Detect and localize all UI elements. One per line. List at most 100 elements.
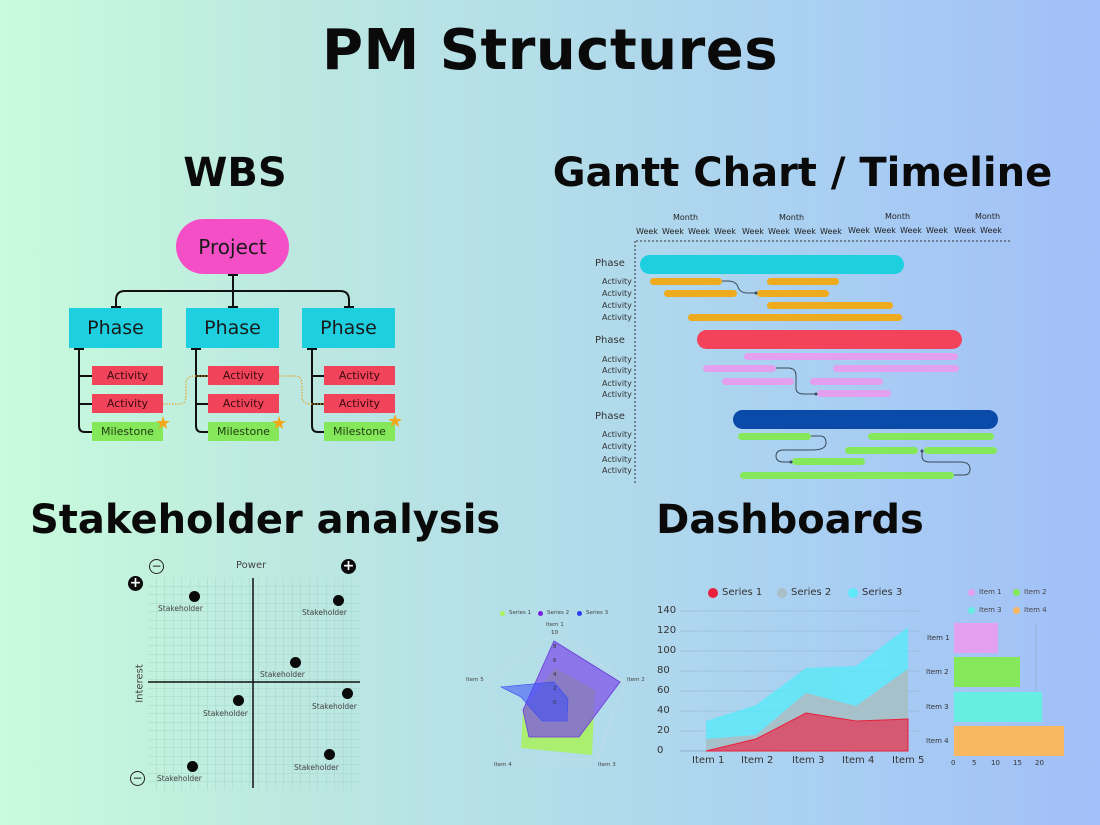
gantt-week-header: Week xyxy=(714,227,736,236)
stakeholder-point-label: Stakeholder xyxy=(302,608,347,617)
gantt-activity-label: Activity xyxy=(602,466,632,475)
area-legend-item: Series 1 xyxy=(708,587,762,598)
legend-label: Series 1 xyxy=(509,610,532,616)
bar-legend-item: Item 1 xyxy=(968,588,1002,596)
gantt-activity-label: Activity xyxy=(602,455,632,464)
stakeholder-title: Stakeholder analysis xyxy=(30,497,501,543)
wbs-milestone-node: Milestone xyxy=(208,422,279,441)
gantt-phase-bar xyxy=(697,330,962,349)
y-tick-label: 20 xyxy=(657,725,670,736)
gantt-week-header: Week xyxy=(768,227,790,236)
legend-label: Series 1 xyxy=(722,587,763,598)
gantt-phase-bar xyxy=(640,255,904,274)
stakeholder-point xyxy=(342,688,353,699)
gantt-activity-label: Activity xyxy=(602,277,632,286)
gantt-activity-bar xyxy=(767,278,839,285)
area-legend-item: Series 2 xyxy=(777,587,831,598)
wbs-title: WBS xyxy=(183,150,287,196)
gantt-title: Gantt Chart / Timeline xyxy=(552,150,1053,196)
gantt-month-header: Month xyxy=(779,213,805,222)
gantt-phase-label: Phase xyxy=(595,258,625,269)
legend-label: Item 3 xyxy=(979,606,1002,614)
plus-icon: + xyxy=(341,558,356,574)
gantt-activity-label: Activity xyxy=(602,289,632,298)
radar-legend-item: Series 3 xyxy=(577,610,608,616)
gantt-activity-bar xyxy=(767,302,893,309)
legend-swatch-icon xyxy=(1013,588,1020,596)
y-tick-label: 0 xyxy=(657,745,664,756)
gantt-activity-bar xyxy=(924,447,997,454)
radar-axis-label: Item 3 xyxy=(598,762,616,768)
radar-tick-label: 2 xyxy=(553,686,557,692)
area-plot xyxy=(680,610,920,752)
gantt-month-header: Month xyxy=(673,213,699,222)
wbs-activity-node: Activity xyxy=(324,394,395,413)
gantt-activity-bar xyxy=(722,378,794,385)
gantt-week-header: Week xyxy=(742,227,764,236)
radar-tick-label: 10 xyxy=(551,630,558,636)
stakeholder-point xyxy=(233,695,244,706)
bar-category-label: Item 2 xyxy=(926,668,949,676)
stakeholder-point xyxy=(324,749,335,760)
x-tick-label: 5 xyxy=(972,759,977,767)
power-axis-label: Power xyxy=(236,560,267,571)
stakeholder-point xyxy=(333,595,344,606)
gantt-activity-label: Activity xyxy=(602,442,632,451)
radar-axis-label: Item 4 xyxy=(494,762,512,768)
bar-legend-item: Item 3 xyxy=(968,606,1002,614)
gantt-activity-bar xyxy=(740,472,954,479)
gantt-month-header: Month xyxy=(975,212,1001,221)
legend-swatch-icon xyxy=(777,587,787,598)
dashboards-title: Dashboards xyxy=(656,497,924,543)
legend-swatch-icon xyxy=(968,588,975,596)
gantt-activity-label: Activity xyxy=(602,313,632,322)
x-tick-label: Item 3 xyxy=(792,755,825,766)
gantt-phase-label: Phase xyxy=(595,411,625,422)
legend-label: Series 3 xyxy=(586,610,609,616)
radar-plot xyxy=(486,631,626,761)
radar-tick-label: 8 xyxy=(553,644,557,650)
legend-label: Item 2 xyxy=(1024,588,1047,596)
gantt-phase-label: Phase xyxy=(595,335,625,346)
gantt-week-header: Week xyxy=(874,226,896,235)
legend-swatch-icon xyxy=(848,587,858,598)
bar-legend-item: Item 2 xyxy=(1013,588,1047,596)
legend-label: Series 2 xyxy=(791,587,832,598)
minus-icon: − xyxy=(149,559,164,574)
gantt-week-header: Week xyxy=(980,226,1002,235)
gantt-activity-bar xyxy=(744,353,958,360)
star-icon: ★ xyxy=(155,413,172,434)
legend-swatch-icon xyxy=(500,610,505,616)
wbs-phase-node: Phase xyxy=(186,308,279,348)
radar-axis-label: Item 1 xyxy=(546,622,564,628)
gantt-week-header: Week xyxy=(900,226,922,235)
plus-icon: + xyxy=(128,575,143,591)
radar-legend-item: Series 2 xyxy=(538,610,569,616)
page-title: PM Structures xyxy=(321,18,779,83)
gantt-activity-label: Activity xyxy=(602,355,632,364)
gantt-week-header: Week xyxy=(926,226,948,235)
radar-axis-label: Item 2 xyxy=(627,677,645,683)
y-tick-label: 80 xyxy=(657,665,670,676)
x-tick-label: 0 xyxy=(951,759,956,767)
gantt-activity-bar xyxy=(868,433,994,440)
stakeholder-point-label: Stakeholder xyxy=(312,702,357,711)
gantt-activity-bar xyxy=(738,433,811,440)
gantt-activity-label: Activity xyxy=(602,430,632,439)
radar-tick-label: 0 xyxy=(553,700,557,706)
y-tick-label: 120 xyxy=(657,625,677,636)
y-tick-label: 60 xyxy=(657,685,670,696)
gantt-activity-bar xyxy=(833,365,959,372)
x-tick-label: Item 4 xyxy=(842,755,875,766)
wbs-activity-node: Activity xyxy=(92,394,163,413)
bar-legend-item: Item 4 xyxy=(1013,606,1047,614)
legend-label: Item 4 xyxy=(1024,606,1047,614)
wbs-activity-node: Activity xyxy=(208,394,279,413)
gantt-activity-label: Activity xyxy=(602,301,632,310)
legend-label: Series 2 xyxy=(547,610,570,616)
minus-icon: − xyxy=(130,771,145,786)
wbs-activity-node: Activity xyxy=(324,366,395,385)
stakeholder-point-label: Stakeholder xyxy=(158,604,203,613)
gantt-week-header: Week xyxy=(636,227,658,236)
